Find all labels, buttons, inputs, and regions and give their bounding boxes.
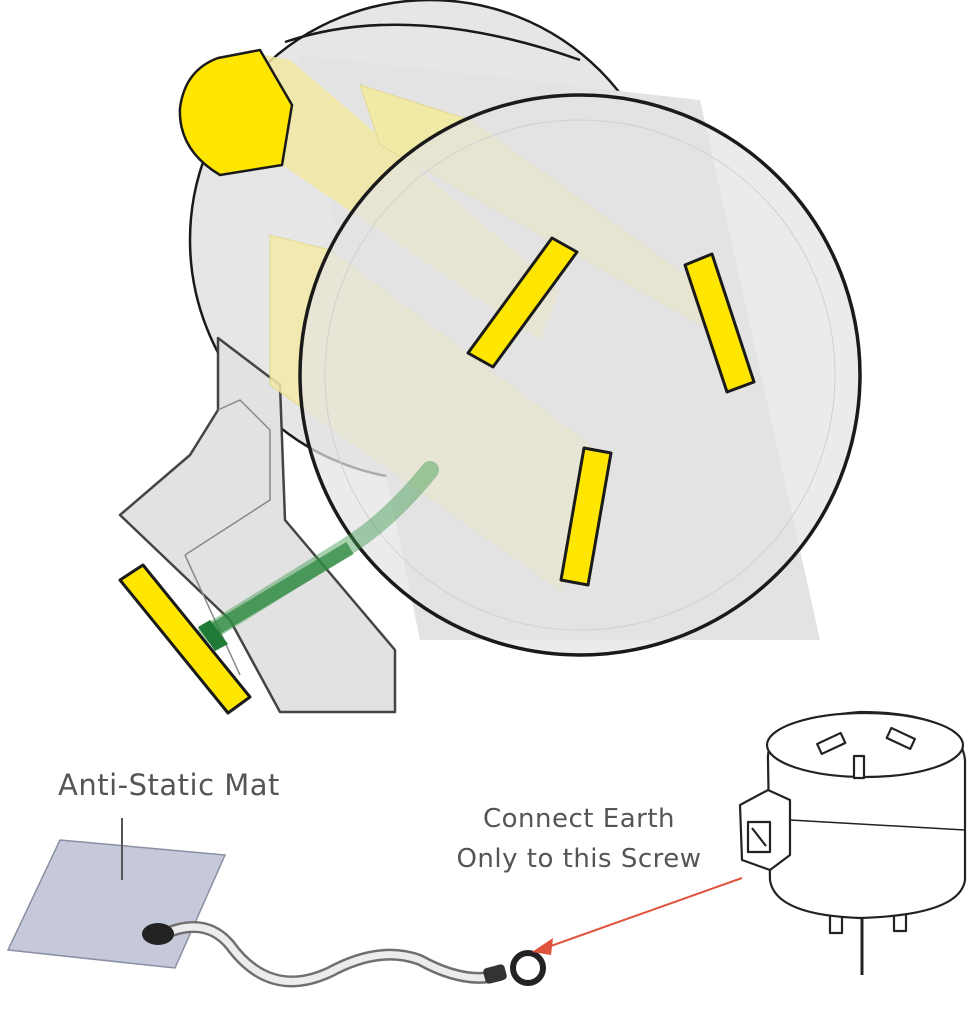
active-slot [466,236,579,369]
earth-lead-icon [142,921,546,988]
earth-terminal-plate [118,563,252,715]
back-pin-stub [178,48,294,177]
wire-crimp [198,620,228,651]
adapter-plug-icon [118,0,862,715]
anti-static-mat-icon [6,818,227,969]
earth-label-line1: Connect Earth [483,804,675,834]
ring-terminal-icon [510,950,546,986]
mat-clip [142,923,174,945]
earth-wire [201,541,354,642]
small-adapter-plug-icon [738,710,967,975]
pointer-arrow [532,877,743,955]
plug-front-face [298,93,862,657]
earth-tab [118,336,397,714]
mat-sheet [6,839,227,969]
front-slots [466,236,756,587]
mat-label: Anti-Static Mat [58,768,280,802]
neutral-slot [683,252,756,394]
earth-label-line2: Only to this Screw [456,844,702,874]
lug-crimp [483,964,507,984]
earth-slot [559,446,613,587]
